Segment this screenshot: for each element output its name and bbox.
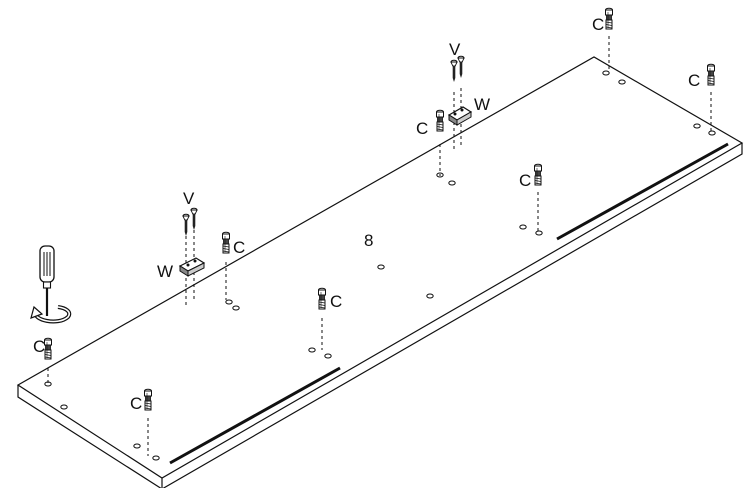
wood-screw-icon: [190, 207, 198, 230]
bracket-right: [447, 106, 473, 126]
panel-hole: [232, 305, 240, 311]
label-cam-bolt: C: [519, 171, 531, 190]
panel-hole: [448, 180, 456, 186]
panel-hole: [535, 230, 543, 236]
groove-left: [169, 366, 341, 465]
panel-hole: [133, 443, 141, 449]
wood-screws: [182, 55, 465, 236]
label-bracket: W: [157, 262, 173, 281]
panel-hole: [152, 455, 160, 461]
cam-bolt-icon: [44, 337, 52, 360]
label-cam-bolt: C: [130, 394, 142, 413]
label-cam-bolt: C: [592, 15, 604, 34]
panel-number: 8: [364, 231, 373, 250]
label-cam-bolt: C: [688, 71, 700, 90]
cam-bolt-icon: [318, 287, 326, 310]
panel-hole: [519, 224, 527, 230]
panel-hole: [377, 264, 385, 270]
rotate-clockwise-icon: [30, 305, 72, 324]
panel-hole: [324, 353, 332, 359]
bracket-left: [178, 257, 206, 277]
label-screw: V: [183, 189, 195, 208]
panel-front-edge-right: [161, 143, 743, 490]
panel-hole: [708, 130, 716, 136]
cam-bolt-icon: [144, 388, 152, 411]
panel-hole: [426, 293, 434, 299]
wood-screw-icon: [450, 59, 458, 82]
cam-bolt-icon: [605, 7, 613, 30]
panel-hole: [60, 404, 68, 410]
cam-bolt-icon: [534, 163, 542, 186]
panel-hole: [693, 123, 701, 129]
panel-hole: [602, 70, 610, 76]
label-cam-bolt: C: [330, 292, 342, 311]
panel-board: [16, 56, 744, 490]
panel-hole: [225, 299, 233, 305]
label-screw: V: [449, 40, 461, 59]
screwdriver-icon: [39, 245, 55, 316]
wood-screw-icon: [457, 55, 465, 78]
panel-hole: [308, 347, 316, 353]
cam-bolt-icon: [436, 109, 444, 132]
wood-screw-icon: [182, 213, 190, 236]
panel-hole: [618, 79, 626, 85]
groove-right: [556, 142, 729, 241]
label-bracket: W: [474, 95, 490, 114]
cam-bolt-icon: [222, 231, 230, 254]
label-cam-bolt: C: [416, 119, 428, 138]
cam-bolt-icon: [707, 63, 715, 86]
label-cam-bolt: C: [33, 337, 45, 356]
label-cam-bolt: C: [233, 238, 245, 257]
cam-bolts: [44, 7, 715, 411]
panel-front-edge-left: [17, 385, 163, 490]
panel-holes: [44, 70, 716, 461]
